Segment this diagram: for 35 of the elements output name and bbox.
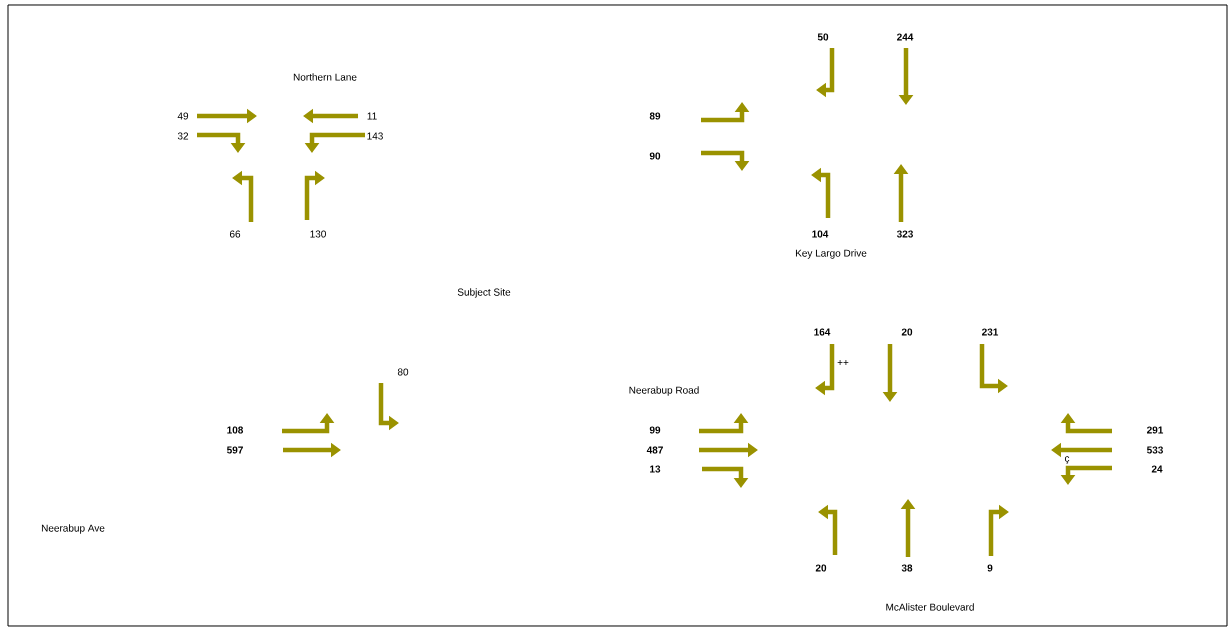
count-number: 90: [649, 152, 661, 160]
count-number: 66: [229, 230, 241, 238]
count-number: 244: [897, 33, 914, 41]
street-name: Key Largo Drive: [795, 249, 867, 259]
count-number: 38: [901, 564, 913, 572]
count-number: 164: [814, 328, 831, 336]
count-number: 104: [812, 230, 829, 238]
count-number: 231: [982, 328, 999, 336]
site-label: Subject Site: [457, 288, 511, 298]
count-number: 323: [896, 230, 913, 238]
count-number: 49: [177, 112, 189, 120]
street-name: McAlister Boulevard: [886, 603, 974, 611]
street-name: Neerabup Ave: [41, 524, 105, 534]
count-number: 99: [649, 426, 661, 434]
note-mark: ++: [837, 360, 849, 365]
count-number: 533: [1147, 446, 1163, 454]
count-number: 13: [650, 465, 661, 473]
count-number: 20: [815, 564, 827, 572]
count-number: 487: [646, 446, 663, 454]
count-number: 89: [649, 112, 661, 120]
count-number: 20: [901, 328, 913, 336]
count-number: 50: [817, 33, 829, 41]
note-mark: ç: [1064, 456, 1070, 464]
count-number: 291: [1147, 426, 1164, 434]
count-number: 24: [1151, 465, 1163, 473]
count-number: 108: [227, 426, 244, 434]
street-name: Northern Lane: [293, 73, 357, 81]
count-number: 143: [367, 132, 383, 140]
street-name: Neerabup Road: [629, 386, 699, 396]
count-number: 11: [367, 112, 377, 120]
count-number: 9: [987, 564, 993, 572]
count-number: 597: [227, 446, 243, 454]
count-number: 80: [397, 368, 409, 376]
count-number: 130: [310, 230, 326, 238]
count-number: 32: [177, 132, 189, 140]
